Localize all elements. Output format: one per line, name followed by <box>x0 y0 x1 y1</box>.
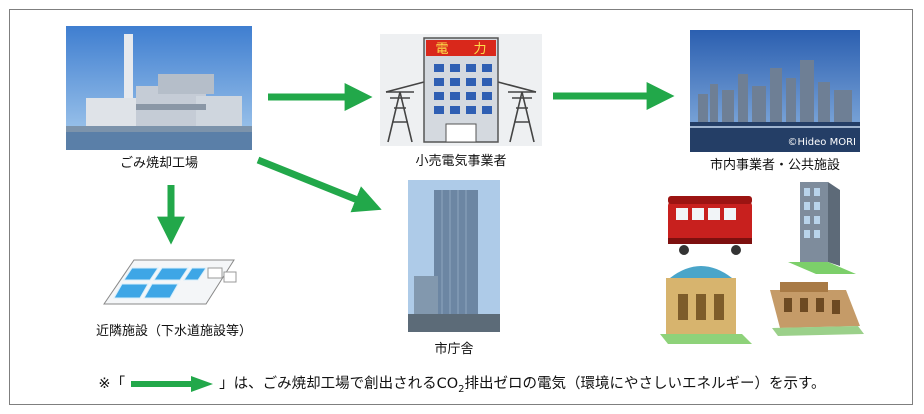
customers-image: ©Hideo MORI <box>690 30 860 152</box>
footnote-subscript: 2 <box>458 383 465 395</box>
incinerator-image <box>66 26 252 150</box>
arrow-incinerator-to-city-hall <box>256 156 382 213</box>
customers-label: 市内事業者・公共施設 <box>709 158 840 173</box>
footnote: ※「 」は、ごみ焼却工場で創出されるCO2排出ゼロの電気（環境にやさしいエネルギ… <box>0 372 924 395</box>
incinerator-label: ごみ焼却工場 <box>119 156 198 171</box>
retailer-image: 電 力 <box>380 34 542 146</box>
sign-char-right: 力 <box>473 42 486 57</box>
train-icon <box>668 196 752 255</box>
neighbor-facility-label: 近隣施設（下水道施設等） <box>95 324 252 339</box>
neighbor-facility-image <box>96 252 250 312</box>
retailer-label: 小売電気事業者 <box>415 154 507 169</box>
brick-hall-icon <box>770 282 864 336</box>
footnote-prefix: ※「 <box>98 376 126 392</box>
office-building-icon <box>788 182 856 274</box>
footnote-text-1: 」は、ごみ焼却工場で創出されるCO <box>219 376 459 392</box>
photo-credit: ©Hideo MORI <box>787 137 857 148</box>
footnote-text-2: 排出ゼロの電気（環境にやさしいエネルギー）を示す。 <box>464 376 826 392</box>
city-hall-image <box>408 180 500 332</box>
legend-arrow-icon <box>131 376 214 392</box>
sign-char-left: 電 <box>435 42 448 57</box>
city-hall-label: 市庁舎 <box>434 342 474 357</box>
facilities-illustration <box>660 178 866 348</box>
domed-building-icon <box>660 266 752 344</box>
